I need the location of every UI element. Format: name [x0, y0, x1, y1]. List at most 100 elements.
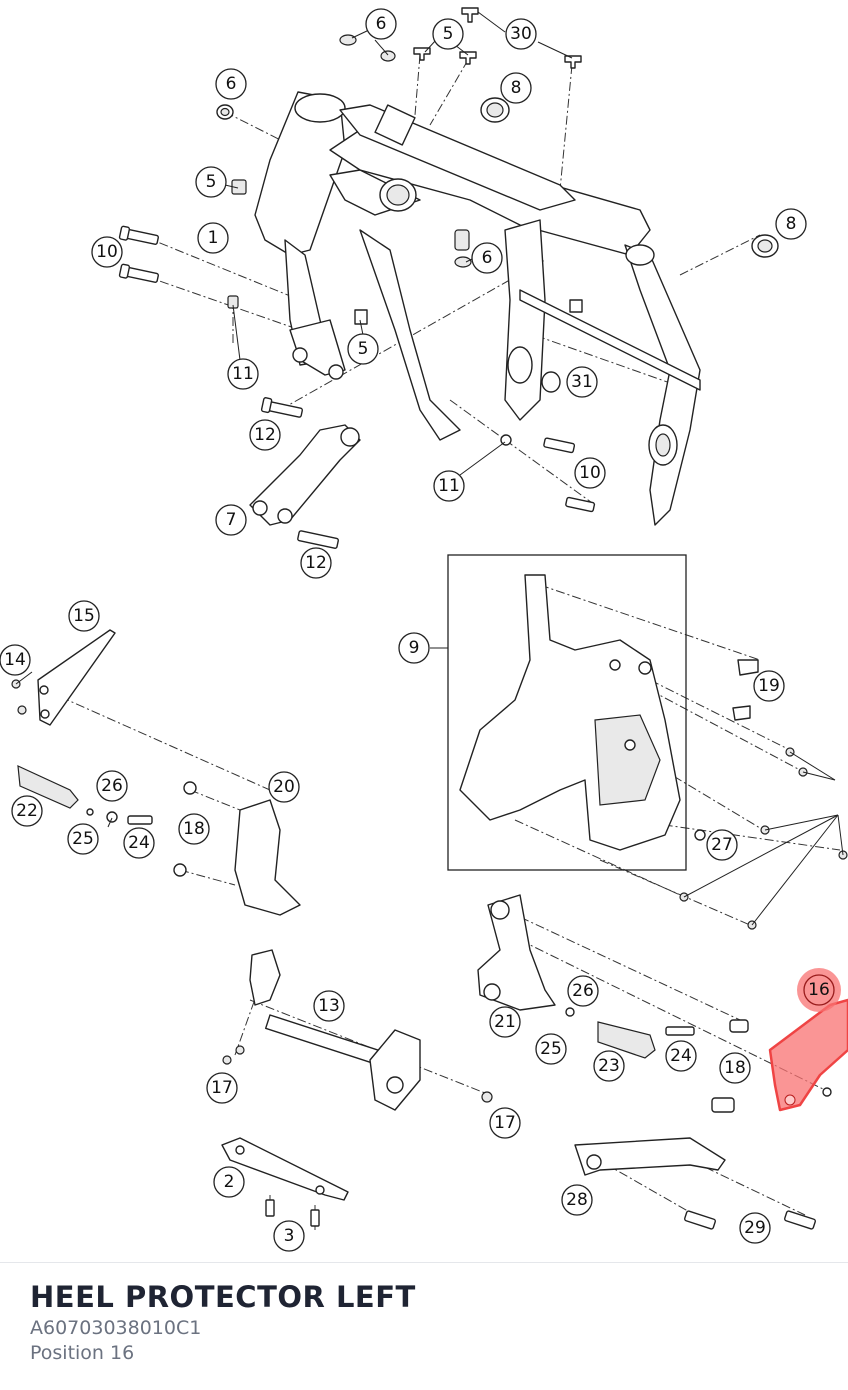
- callout-9: 9: [398, 632, 430, 664]
- svg-text:25: 25: [72, 829, 94, 849]
- svg-text:24: 24: [128, 833, 150, 853]
- callout-3: 3: [273, 1220, 305, 1252]
- callout-22: 22: [11, 795, 43, 827]
- svg-text:23: 23: [598, 1056, 620, 1076]
- callout-13: 13: [313, 990, 345, 1022]
- svg-text:8: 8: [786, 214, 797, 234]
- callout-5: 5: [347, 333, 379, 365]
- part-name: HEEL PROTECTOR LEFT: [30, 1280, 416, 1314]
- callout-11: 11: [227, 358, 259, 390]
- callout-10: 10: [91, 236, 123, 268]
- svg-text:18: 18: [183, 819, 205, 839]
- callout-12: 12: [300, 547, 332, 579]
- heel-protector-left-highlight[interactable]: [768, 998, 848, 1112]
- left-footpeg-group: [11, 629, 301, 916]
- svg-text:5: 5: [358, 339, 369, 359]
- callout-24: 24: [665, 1040, 697, 1072]
- bottom-parts: [221, 1137, 816, 1230]
- callout-21: 21: [489, 1006, 521, 1038]
- svg-text:6: 6: [226, 74, 237, 94]
- callout-14: 14: [0, 644, 31, 676]
- heel-protector-shape: [768, 998, 848, 1112]
- callout-11: 11: [433, 470, 465, 502]
- callout-12: 12: [249, 419, 281, 451]
- callout-17: 17: [489, 1107, 521, 1139]
- callout-26: 26: [567, 975, 599, 1007]
- shift-linkage-13: [222, 949, 493, 1111]
- callout-30: 30: [505, 18, 537, 50]
- svg-text:15: 15: [73, 606, 95, 626]
- callout-26: 26: [96, 770, 128, 802]
- svg-text:10: 10: [579, 463, 601, 483]
- svg-text:31: 31: [571, 372, 593, 392]
- part-number: A60703038010C1: [30, 1317, 202, 1339]
- svg-text:24: 24: [670, 1046, 692, 1066]
- divider: [0, 1262, 848, 1263]
- main-frame: [231, 91, 701, 526]
- svg-text:7: 7: [226, 510, 237, 530]
- callout-25: 25: [535, 1033, 567, 1065]
- svg-text:2: 2: [224, 1172, 235, 1192]
- svg-text:26: 26: [572, 981, 594, 1001]
- svg-text:13: 13: [318, 996, 340, 1016]
- callout-20: 20: [268, 771, 300, 803]
- callout-15: 15: [68, 600, 100, 632]
- callout-29: 29: [739, 1212, 771, 1244]
- part-position: Position 16: [30, 1342, 135, 1364]
- callouts: 6 5 30 6 8 5 8 1 10 6 5 11 31 12 10 11 7…: [0, 8, 841, 1252]
- svg-text:19: 19: [758, 676, 780, 696]
- svg-text:30: 30: [510, 24, 532, 44]
- callout-6: 6: [471, 242, 503, 274]
- svg-text:22: 22: [16, 801, 38, 821]
- callout-1: 1: [197, 222, 229, 254]
- callout-5: 5: [432, 18, 464, 50]
- svg-text:29: 29: [744, 1218, 766, 1238]
- callout-19: 19: [753, 670, 785, 702]
- svg-text:10: 10: [96, 242, 118, 262]
- svg-text:18: 18: [724, 1058, 746, 1078]
- callout-27: 27: [706, 829, 738, 861]
- callout-6: 6: [365, 8, 397, 40]
- cover-group-9: [430, 554, 848, 930]
- callout-17: 17: [206, 1072, 238, 1104]
- svg-text:3: 3: [284, 1226, 295, 1246]
- svg-text:14: 14: [4, 650, 26, 670]
- callout-18: 18: [719, 1052, 751, 1084]
- callout-6: 6: [215, 68, 247, 100]
- top-small-parts: [216, 7, 779, 393]
- svg-text:11: 11: [438, 476, 460, 496]
- svg-text:16: 16: [808, 980, 830, 1000]
- callout-23: 23: [593, 1050, 625, 1082]
- svg-text:27: 27: [711, 835, 733, 855]
- callout-24: 24: [123, 827, 155, 859]
- callout-8: 8: [775, 208, 807, 240]
- svg-text:6: 6: [376, 14, 387, 34]
- exploded-parts-diagram: .p { fill: #fff; stroke: #222; stroke-wi…: [0, 7, 848, 1252]
- svg-text:20: 20: [273, 777, 295, 797]
- callout-10: 10: [574, 457, 606, 489]
- callout-16-highlighted[interactable]: 16: [797, 968, 841, 1012]
- callout-28: 28: [561, 1184, 593, 1216]
- svg-text:17: 17: [211, 1078, 233, 1098]
- right-footpeg-group: [477, 894, 832, 1113]
- svg-text:5: 5: [443, 24, 454, 44]
- svg-text:12: 12: [305, 553, 327, 573]
- callout-2: 2: [213, 1166, 245, 1198]
- svg-text:6: 6: [482, 248, 493, 268]
- callout-5: 5: [195, 166, 227, 198]
- svg-text:26: 26: [101, 776, 123, 796]
- svg-text:5: 5: [206, 172, 217, 192]
- part-info-panel: HEEL PROTECTOR LEFT A60703038010C1 Posit…: [30, 1278, 416, 1366]
- callout-8: 8: [500, 72, 532, 104]
- callout-7: 7: [215, 504, 247, 536]
- callout-31: 31: [566, 366, 598, 398]
- svg-text:1: 1: [208, 228, 219, 248]
- svg-text:11: 11: [232, 364, 254, 384]
- svg-text:9: 9: [409, 638, 420, 658]
- bracket-7: [249, 424, 361, 526]
- svg-text:8: 8: [511, 78, 522, 98]
- svg-text:21: 21: [494, 1012, 516, 1032]
- callout-25: 25: [67, 823, 99, 855]
- svg-text:25: 25: [540, 1039, 562, 1059]
- assembly-lines: [44, 54, 841, 1230]
